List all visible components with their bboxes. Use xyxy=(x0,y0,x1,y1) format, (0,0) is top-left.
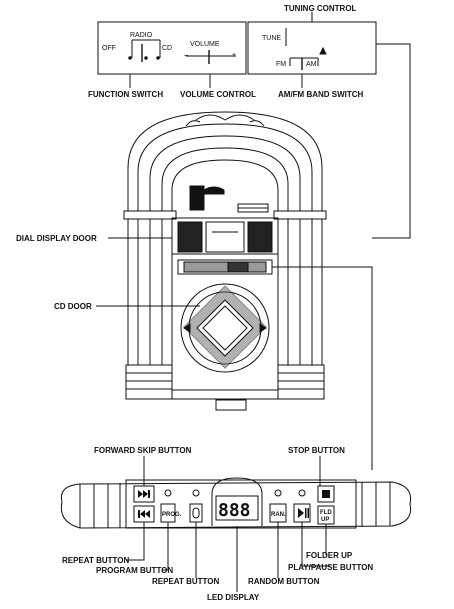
label-repeat-bottom: REPEAT BUTTON xyxy=(152,577,219,586)
volume-label: VOLUME xyxy=(190,41,220,48)
indicator-led-1 xyxy=(164,489,172,497)
repeat-icon xyxy=(192,507,200,519)
dial-display-door xyxy=(171,217,279,255)
label-play-pause: PLAY/PAUSE BUTTON xyxy=(288,563,373,572)
stop-button[interactable] xyxy=(317,485,335,503)
indicator-led-4 xyxy=(298,489,306,497)
base-plinth xyxy=(215,399,247,411)
cd-skip-back-icon xyxy=(183,323,191,333)
led-digits: 888 xyxy=(218,500,251,521)
label-program: PROGRAM BUTTON xyxy=(96,566,173,575)
volume-plus: + xyxy=(232,52,236,59)
led-display xyxy=(215,495,259,521)
cd-door xyxy=(180,283,270,373)
label-stop: STOP BUTTON xyxy=(288,446,345,455)
tune-label: TUNE xyxy=(262,35,281,42)
ran-text: RAN. xyxy=(271,512,286,518)
indicator-led-2 xyxy=(192,489,200,497)
repeat-button[interactable] xyxy=(189,503,203,523)
label-cd-door: CD DOOR xyxy=(54,302,92,311)
label-forward-skip: FORWARD SKIP BUTTON xyxy=(94,446,192,455)
leader-led-connector xyxy=(272,266,373,470)
leader-repeat-left xyxy=(126,522,145,561)
fld-text: FLD xyxy=(320,510,332,516)
radio-label: RADIO xyxy=(130,32,153,39)
label-repeat-left: REPEAT BUTTON xyxy=(62,556,129,565)
label-folder-up: FOLDER UP xyxy=(306,551,353,560)
label-volume-control: VOLUME CONTROL xyxy=(180,90,256,99)
label-tuning-control: TUNING CONTROL xyxy=(284,4,357,13)
prog-text: PROG. xyxy=(162,512,182,518)
am-label: AM xyxy=(306,61,317,68)
leader-play-pause xyxy=(301,522,330,567)
speaker-grille-left xyxy=(189,185,205,211)
label-function-switch: FUNCTION SWITCH xyxy=(88,90,163,99)
off-label: OFF xyxy=(102,45,116,52)
skip-back-icon xyxy=(140,510,150,518)
forward-skip-icon xyxy=(138,490,148,498)
led-display-housing xyxy=(211,477,263,526)
jukebox-body xyxy=(123,111,327,411)
leader-tuning-connector xyxy=(372,43,411,239)
cd-label: CD xyxy=(162,45,172,52)
label-band-switch: AM/FM BAND SWITCH xyxy=(278,90,364,99)
label-random: RANDOM BUTTON xyxy=(248,577,320,586)
right-foot xyxy=(277,364,325,400)
play-pause-icon xyxy=(298,508,304,518)
volume-minus: – xyxy=(184,52,188,59)
up-text: UP xyxy=(321,517,329,523)
label-dial-display-door: DIAL DISPLAY DOOR xyxy=(16,234,97,243)
left-foot xyxy=(125,364,173,400)
fm-label: FM xyxy=(276,61,286,68)
top-ornament xyxy=(195,114,255,121)
leader-program xyxy=(162,522,169,571)
function-volume-panel xyxy=(97,21,247,75)
cd-window xyxy=(196,299,254,357)
button-panel xyxy=(60,479,412,529)
stop-icon xyxy=(322,490,330,498)
tuning-pointer-icon xyxy=(319,46,327,55)
label-led-display: LED DISPLAY xyxy=(207,593,260,602)
indicator-led-3 xyxy=(274,489,282,497)
cd-play-icon xyxy=(259,323,267,333)
control-strip xyxy=(125,479,357,529)
